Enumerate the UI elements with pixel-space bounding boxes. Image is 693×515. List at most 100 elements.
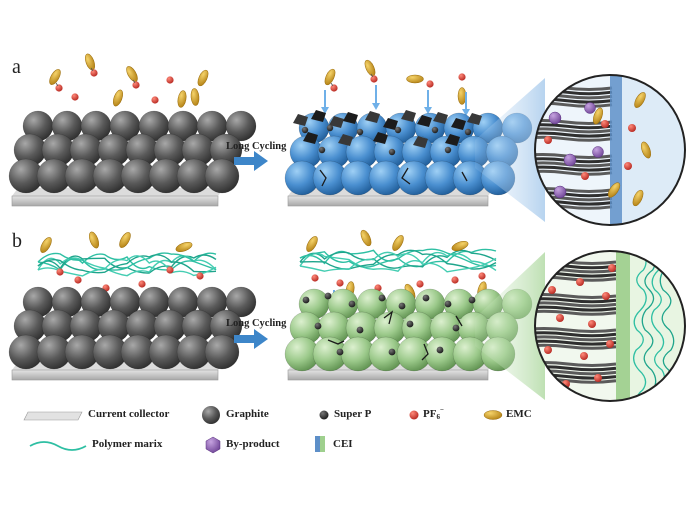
cei-layer <box>610 75 622 225</box>
emc-molecule <box>177 90 187 108</box>
polymer-chain <box>37 255 217 277</box>
emc-molecule <box>634 92 646 108</box>
bond-line <box>90 67 94 72</box>
pf6-anion <box>409 410 419 420</box>
graphite-sheet <box>535 135 613 142</box>
graphite-sheet <box>535 97 613 104</box>
graphite-layer-stack <box>535 293 617 316</box>
polymer-chain <box>299 248 497 268</box>
graphite-sheet <box>535 93 613 100</box>
super-p-particle <box>444 146 452 154</box>
super-p-particle <box>388 148 396 156</box>
particle-crack <box>319 169 327 187</box>
polymer-chain <box>299 251 497 273</box>
pf6-anion <box>311 274 319 282</box>
super-p-particle <box>356 128 364 136</box>
graphite-sheet <box>535 203 613 210</box>
pf6-anion <box>602 292 610 300</box>
polymer-chain <box>633 251 647 401</box>
polymer-chain <box>37 255 217 277</box>
super-p-particle <box>398 302 406 310</box>
super-p-particle <box>318 146 326 154</box>
bond-line <box>330 82 334 87</box>
polymer-chain <box>37 252 217 271</box>
super-p-particle <box>394 126 402 134</box>
graphite-sheet <box>535 199 613 206</box>
graphite-sheet <box>535 191 613 198</box>
legend-graphite-icon <box>202 406 220 424</box>
pf6-anion <box>336 279 344 287</box>
emc-molecule <box>607 182 621 198</box>
pf6-anion <box>55 84 63 92</box>
long-cycling-label-a: Long Cycling <box>226 141 287 152</box>
legend-current-collector-icon <box>23 411 83 421</box>
polymer-chain <box>641 251 657 401</box>
legend-byproduct-icon <box>205 436 221 454</box>
current-collector <box>287 195 489 207</box>
byproduct-particle <box>548 111 562 125</box>
pf6-anion <box>196 272 204 280</box>
pf6-anion <box>166 266 174 274</box>
graphite-sheet <box>535 127 613 134</box>
pf6-anion <box>90 69 98 77</box>
super-p-particle <box>444 300 452 308</box>
bond-line <box>132 79 136 84</box>
graphite-particle <box>225 110 257 142</box>
byproduct-particle <box>592 146 604 158</box>
pf6-anion <box>588 320 596 328</box>
graphite-sheet <box>535 123 613 130</box>
graphite-sheet <box>535 293 617 299</box>
decomposition-fragment <box>373 132 388 144</box>
particle-crack <box>327 339 345 345</box>
pf6-anion <box>370 75 378 83</box>
emc-molecule <box>306 236 318 252</box>
decomposition-fragment <box>417 115 432 127</box>
graphite-layer-stack <box>535 119 613 142</box>
legend-byproduct-label: By-product <box>226 438 280 450</box>
graphite-sheet <box>535 361 617 367</box>
super-p-particle <box>436 346 444 354</box>
emc-molecule <box>392 235 404 251</box>
polymer-chain <box>299 249 497 269</box>
graphite-sheet <box>535 131 613 138</box>
polymer-chain <box>299 249 497 270</box>
graphite-particle <box>204 158 240 194</box>
pf6-anion <box>56 268 64 276</box>
graphite-sheet <box>535 369 617 376</box>
diffusion-arrow-head <box>424 107 432 114</box>
decomposition-fragment <box>467 113 482 125</box>
legend-polymer-icon <box>29 441 87 451</box>
graphite-sheet <box>535 339 617 346</box>
cei-layer <box>616 251 630 401</box>
panel-b <box>8 229 686 402</box>
long-cycling-arrow <box>234 151 268 171</box>
graphite-sheet <box>535 101 613 108</box>
graphite-sheet <box>535 297 617 304</box>
super-p-particle <box>468 296 476 304</box>
pf6-anion <box>166 76 174 84</box>
emc-molecule <box>632 189 644 207</box>
pf6-anion <box>132 81 140 89</box>
decomposition-fragment <box>293 114 308 126</box>
decomposition-fragment <box>383 118 398 130</box>
pf6-anion <box>451 276 459 284</box>
emc-molecule <box>457 87 467 105</box>
decomposition-fragment <box>413 136 428 148</box>
pf6-anion <box>556 314 564 322</box>
graphite-sheet <box>535 335 617 342</box>
legend-pf6-text: PF <box>423 408 437 420</box>
pf6-anion <box>601 120 609 128</box>
panel-a <box>8 53 686 226</box>
graphite-sheet <box>535 365 617 372</box>
pf6-anion <box>581 172 589 180</box>
pf6-anion <box>548 286 556 294</box>
graphite-layer-stack <box>535 327 617 350</box>
zoom-circle-border <box>534 74 686 226</box>
decomposition-fragment <box>343 112 358 124</box>
emc-molecule <box>40 237 52 253</box>
legend-cei-icon-green <box>320 436 325 452</box>
decomposition-fragment <box>311 110 326 122</box>
graphite-sheet <box>535 305 617 312</box>
super-p-particle <box>348 300 356 308</box>
emc-molecule <box>175 241 193 253</box>
